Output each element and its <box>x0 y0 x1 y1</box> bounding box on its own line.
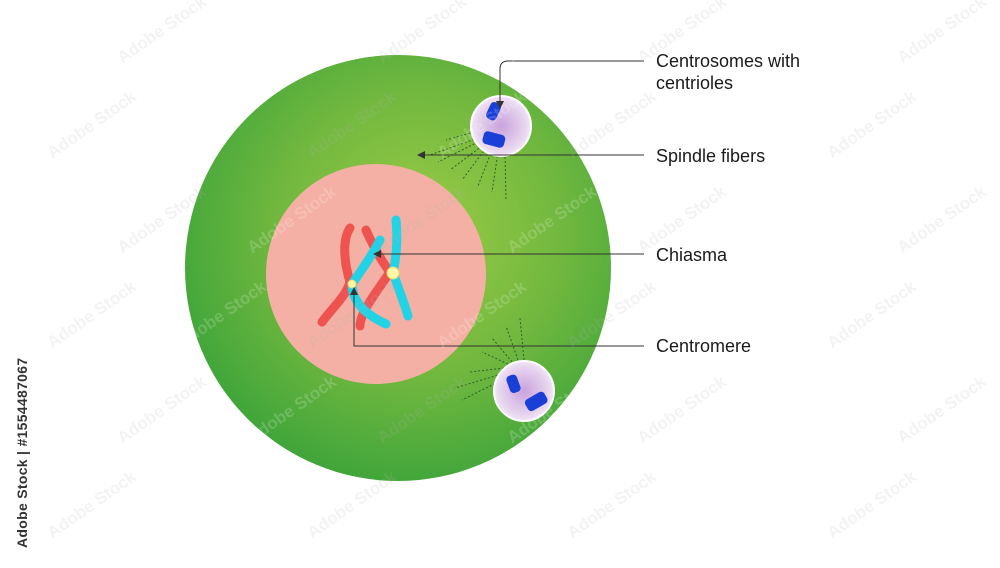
centromere-dot-right <box>386 266 400 280</box>
label-centrosomes: Centrosomes with centrioles <box>656 51 801 93</box>
spindle-fibers-lower <box>454 317 525 401</box>
watermark-side-text: Adobe Stock | #1554487067 <box>14 357 30 548</box>
label-spindle-fibers: Spindle fibers <box>656 146 766 166</box>
leader-lines <box>350 60 644 347</box>
label-chiasma: Chiasma <box>656 245 728 265</box>
centriole-d <box>524 391 548 412</box>
centromere-dot <box>347 279 357 289</box>
chromosome-pair <box>317 215 413 331</box>
leader-centromere <box>350 287 644 347</box>
centriole-c <box>506 374 521 394</box>
label-centromere: Centromere <box>656 336 752 356</box>
centriole-b <box>482 131 506 148</box>
centrosome-lower <box>493 360 555 422</box>
centrosome-upper <box>470 95 532 157</box>
nucleus <box>266 164 486 384</box>
spindle-fibers-upper <box>429 131 507 201</box>
leader-centrosomes <box>496 60 644 109</box>
